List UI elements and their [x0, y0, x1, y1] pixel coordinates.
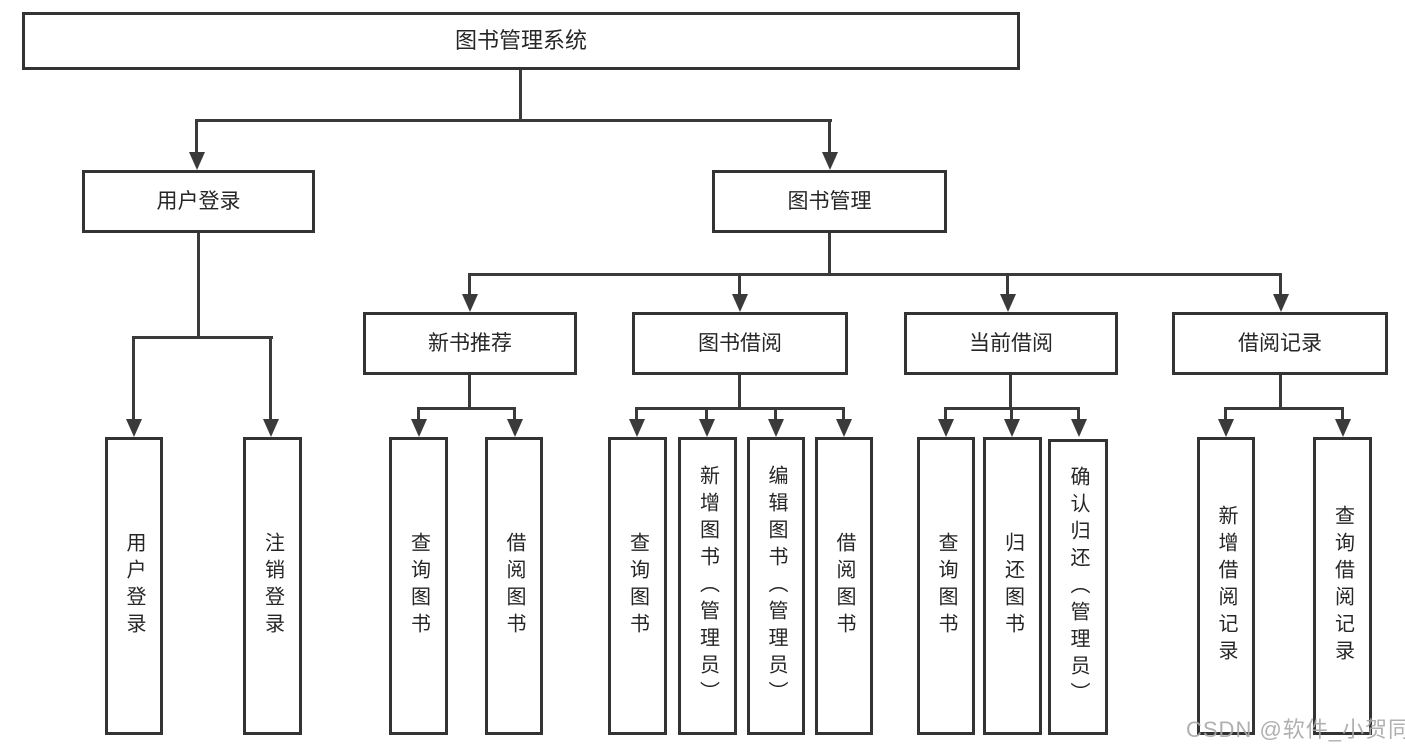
node-book-borrowing: 图书借阅 [632, 312, 848, 375]
leaf-query-books-3: 查询图书 [917, 437, 975, 735]
leaf-confirm-return-admin: 确认归还（管理员） [1048, 439, 1108, 735]
leaf-user-login: 用户登录 [105, 437, 163, 735]
arrow-down-icon [1004, 419, 1020, 437]
arrow-down-icon [836, 419, 852, 437]
connector-line [195, 119, 832, 122]
leaf-return-book: 归还图书 [983, 437, 1042, 735]
node-library-management-system: 图书管理系统 [22, 12, 1020, 70]
connector-line [828, 119, 831, 154]
connector-line [1224, 407, 1344, 410]
connector-line [1224, 407, 1227, 421]
arrow-down-icon [699, 419, 715, 437]
connector-line [738, 273, 741, 296]
leaf-add-borrow-record: 新增借阅记录 [1197, 437, 1255, 735]
connector-line [519, 70, 522, 119]
connector-line [1006, 273, 1009, 296]
arrow-down-icon [732, 294, 748, 312]
connector-line [132, 336, 135, 421]
connector-line [1010, 407, 1013, 421]
leaf-logout: 注销登录 [243, 437, 302, 735]
node-borrowing-records: 借阅记录 [1172, 312, 1388, 375]
node-current-borrowing: 当前借阅 [904, 312, 1118, 375]
node-user-login: 用户登录 [82, 170, 315, 233]
arrow-down-icon [263, 419, 279, 437]
connector-line [944, 407, 947, 421]
arrow-down-icon [1335, 419, 1351, 437]
leaf-borrow-books: 借阅图书 [485, 437, 543, 735]
arrow-down-icon [411, 419, 427, 437]
connector-line [132, 336, 273, 339]
connector-line [269, 336, 272, 421]
connector-line [513, 407, 516, 421]
leaf-add-book-admin: 新增图书（管理员） [678, 437, 737, 735]
connector-line [738, 375, 741, 410]
arrow-down-icon [1000, 294, 1016, 312]
connector-line [635, 407, 845, 410]
connector-line [468, 273, 1282, 276]
node-book-management: 图书管理 [712, 170, 947, 233]
connector-line [705, 407, 708, 421]
arrow-down-icon [768, 419, 784, 437]
connector-line [635, 407, 638, 421]
arrow-down-icon [462, 294, 478, 312]
connector-line [828, 233, 831, 276]
connector-line [774, 407, 777, 421]
connector-line [1009, 375, 1012, 410]
leaf-edit-book-admin: 编辑图书（管理员） [747, 437, 805, 735]
arrow-down-icon [1071, 419, 1087, 437]
arrow-down-icon [126, 419, 142, 437]
arrow-down-icon [629, 419, 645, 437]
node-new-book-recommendation: 新书推荐 [363, 312, 577, 375]
connector-line [468, 375, 471, 410]
connector-line [197, 233, 200, 339]
leaf-query-books-2: 查询图书 [608, 437, 667, 735]
connector-line [1077, 407, 1080, 421]
leaf-query-books: 查询图书 [389, 437, 448, 735]
arrow-down-icon [1273, 294, 1289, 312]
connector-line [1279, 273, 1282, 296]
connector-line [195, 119, 198, 154]
watermark: CSDN @软件_小贺同学 [1186, 717, 1405, 742]
arrow-down-icon [189, 152, 205, 170]
leaf-query-borrow-record: 查询借阅记录 [1313, 437, 1372, 735]
connector-line [1341, 407, 1344, 421]
connector-line [468, 273, 471, 296]
connector-line [417, 407, 420, 421]
arrow-down-icon [822, 152, 838, 170]
arrow-down-icon [507, 419, 523, 437]
connector-line [842, 407, 845, 421]
arrow-down-icon [1218, 419, 1234, 437]
leaf-borrow-books-2: 借阅图书 [815, 437, 873, 735]
connector-line [417, 407, 516, 410]
arrow-down-icon [938, 419, 954, 437]
connector-line [1279, 375, 1282, 410]
